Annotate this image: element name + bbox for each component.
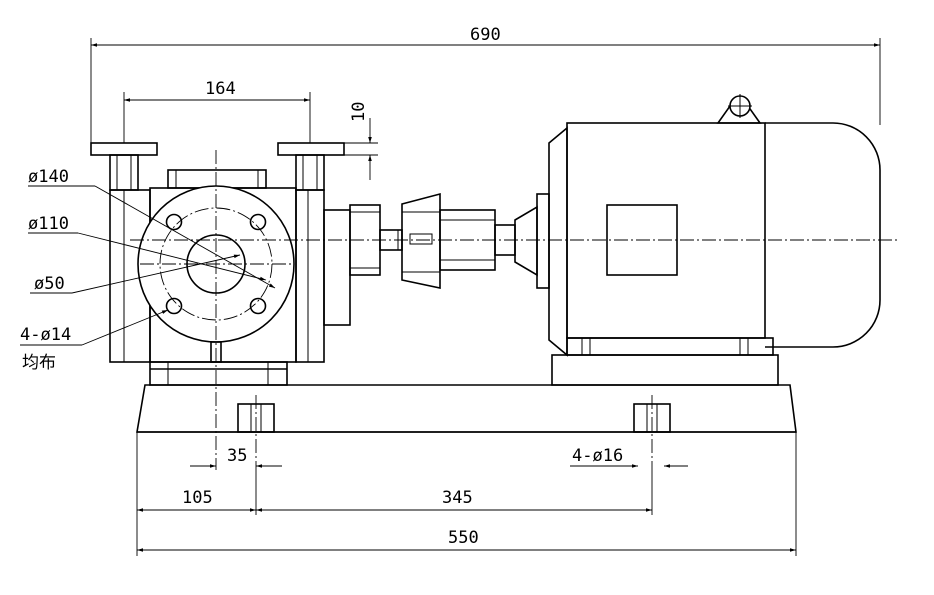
label-550: 550 — [448, 528, 479, 548]
label-35: 35 — [227, 446, 247, 466]
label-690: 690 — [470, 25, 501, 45]
label-dia-110-text: ø110 — [28, 214, 69, 234]
dim-base-offset-and-spacing: 105 345 — [136, 432, 653, 556]
dim-left-offset-35: 35 — [190, 446, 282, 468]
discharge-flange — [277, 142, 345, 191]
dim-anchor-holes: 4-ø16 — [570, 446, 688, 468]
pump-pedestal — [149, 361, 288, 386]
label-164: 164 — [205, 79, 236, 99]
label-4-dia-14: 4-ø14 — [20, 325, 71, 345]
label-dia-140: ø140 — [28, 167, 69, 187]
base-frame — [136, 384, 797, 433]
coupling — [397, 192, 516, 289]
label-evenly-distributed: 均布 — [22, 353, 56, 373]
lifting-eye — [716, 94, 762, 124]
dim-overall-length: 690 — [90, 25, 881, 143]
motor-pedestal — [551, 337, 779, 386]
dim-flange-spacing: 164 — [123, 79, 311, 143]
dim-outer-diameter: ø140 — [28, 167, 276, 289]
dim-flange-thickness: 10 — [344, 102, 378, 180]
dim-bolt-circle: ø140 ø110 — [28, 214, 267, 281]
label-dia-50: ø50 — [34, 274, 65, 294]
dim-bore-diameter: ø50 — [30, 254, 241, 294]
dim-flange-holes: 4-ø14 均布 — [20, 309, 169, 373]
label-4-dia-16: 4-ø16 — [572, 446, 623, 466]
suction-flange — [90, 142, 158, 191]
dim-base-length: 550 — [137, 432, 797, 556]
label-105: 105 — [182, 488, 213, 508]
label-10: 10 — [349, 102, 369, 122]
motor — [514, 94, 881, 357]
label-345: 345 — [442, 488, 473, 508]
center-lines — [130, 150, 900, 470]
